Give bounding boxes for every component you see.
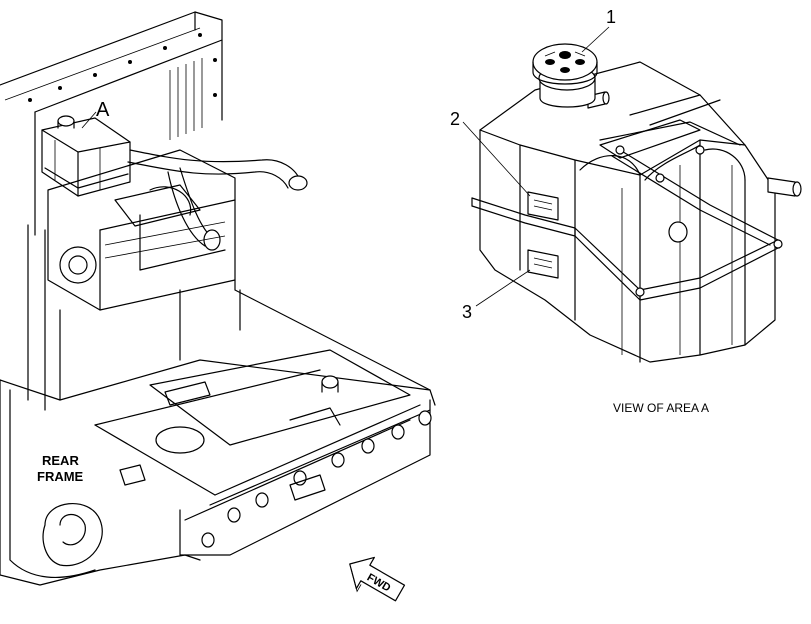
hood-rivets	[28, 33, 217, 102]
forward-direction-arrow: FWD	[349, 556, 406, 602]
callout-2: 2	[450, 109, 460, 129]
radiator-grille	[169, 58, 203, 140]
view-caption: VIEW OF AREA A	[613, 401, 709, 415]
rear-frame-label-line1: REAR	[42, 453, 79, 468]
radiator-cap	[532, 43, 598, 108]
decal-2	[527, 191, 559, 221]
coolant-tank-detail: 1 2 3 VIEW OF AREA A	[450, 7, 802, 415]
callout-1: 1	[606, 7, 616, 27]
coolant-tank-small	[41, 115, 131, 197]
callout-3-leader	[475, 269, 531, 307]
rear-frame	[0, 349, 436, 586]
callout-3: 3	[462, 302, 472, 322]
rear-frame-label-line2: FRAME	[37, 469, 84, 484]
frame-bosses	[201, 410, 432, 548]
tank-mounting-strap	[471, 121, 783, 301]
machine-illustration: A REAR FRAME	[0, 11, 436, 586]
callout-2-leader	[462, 121, 531, 197]
area-a-leader	[81, 111, 97, 129]
tank-port	[668, 221, 688, 243]
area-a-marker: A	[96, 99, 110, 121]
coolant-hoses	[127, 149, 308, 251]
decal-3	[527, 249, 559, 279]
callout-1-leader	[581, 26, 610, 53]
tank-outlet	[767, 177, 796, 197]
